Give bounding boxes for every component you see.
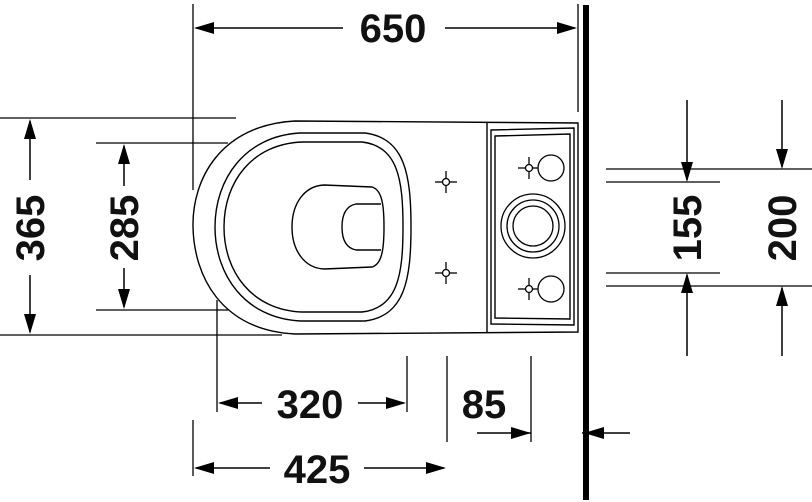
extension-lines	[0, 4, 812, 476]
toilet-bowl	[192, 120, 579, 335]
dimension-lines	[24, 22, 788, 474]
outlet-circles	[500, 154, 566, 303]
dimension-label-650: 650	[360, 7, 427, 51]
dimension-label-365: 365	[9, 195, 53, 262]
dimension-label-285: 285	[103, 195, 147, 262]
fixing-markers	[435, 157, 538, 300]
dimension-label-200: 200	[761, 195, 805, 262]
dimension-label-425: 425	[284, 448, 351, 492]
dimension-label-85: 85	[462, 383, 507, 427]
dimension-label-155: 155	[666, 195, 710, 262]
dimension-label-320: 320	[277, 383, 344, 427]
